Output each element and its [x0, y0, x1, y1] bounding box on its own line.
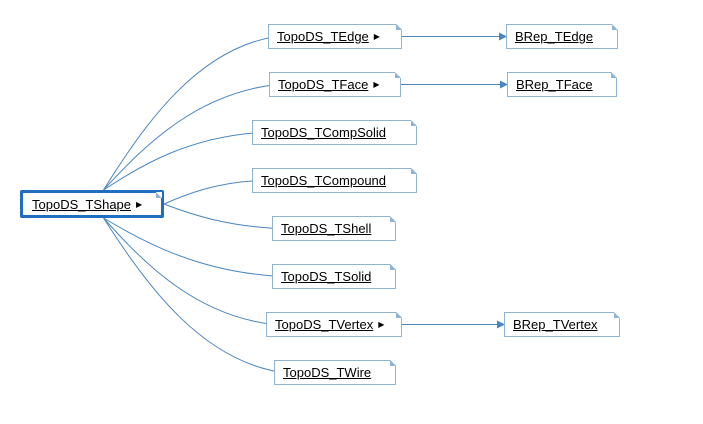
edge-tshape-tsolid — [103, 217, 281, 281]
edge-tshape-twire — [103, 217, 283, 376]
node-topods-tsolid[interactable]: TopoDS_TSolid — [272, 264, 396, 289]
node-brep-tvertex[interactable]: BRep_TVertex — [504, 312, 620, 337]
node-label[interactable]: TopoDS_TCompound — [261, 173, 387, 188]
triangle-right-icon[interactable]: ▶ — [378, 320, 385, 329]
node-topods-tshell[interactable]: TopoDS_TShell — [272, 216, 396, 241]
node-label[interactable]: TopoDS_TCompSolid — [261, 125, 387, 140]
node-topods-tface[interactable]: TopoDS_TFace ▶ — [269, 72, 401, 97]
node-label[interactable]: BRep_TFace — [516, 77, 593, 92]
node-label[interactable]: TopoDS_TVertex — [275, 317, 374, 332]
node-label[interactable]: TopoDS_TSolid — [281, 269, 372, 284]
node-label[interactable]: BRep_TVertex — [513, 317, 598, 332]
node-topods-tvertex[interactable]: TopoDS_TVertex ▶ — [266, 312, 402, 337]
node-topods-tcompsolid[interactable]: TopoDS_TCompSolid — [252, 120, 417, 145]
edge-tshape-tcompound — [163, 176, 261, 205]
node-topods-tshape[interactable]: TopoDS_TShape ▶ — [20, 190, 164, 218]
node-brep-tface[interactable]: BRep_TFace — [507, 72, 617, 97]
edge-tshape-tcompsolid — [103, 128, 261, 191]
node-topods-tedge[interactable]: TopoDS_TEdge ▶ — [268, 24, 402, 49]
triangle-right-icon[interactable]: ▶ — [136, 199, 143, 209]
node-topods-twire[interactable]: TopoDS_TWire — [274, 360, 396, 385]
node-label[interactable]: TopoDS_TFace — [278, 77, 369, 92]
triangle-right-icon[interactable]: ▶ — [373, 80, 380, 89]
edge-tshape-tshell — [163, 203, 281, 233]
node-label[interactable]: TopoDS_TWire — [283, 365, 372, 380]
edge-tshape-tedge — [103, 33, 277, 191]
node-label[interactable]: BRep_TEdge — [515, 29, 594, 44]
node-label[interactable]: TopoDS_TEdge — [277, 29, 369, 44]
edge-tshape-tface — [103, 81, 278, 191]
triangle-right-icon[interactable]: ▶ — [373, 32, 380, 41]
node-label[interactable]: TopoDS_TShell — [281, 221, 372, 236]
node-label[interactable]: TopoDS_TShape — [32, 196, 132, 212]
edge-tshape-tvertex — [103, 217, 275, 328]
node-topods-tcompound[interactable]: TopoDS_TCompound — [252, 168, 417, 193]
node-brep-tedge[interactable]: BRep_TEdge — [506, 24, 618, 49]
